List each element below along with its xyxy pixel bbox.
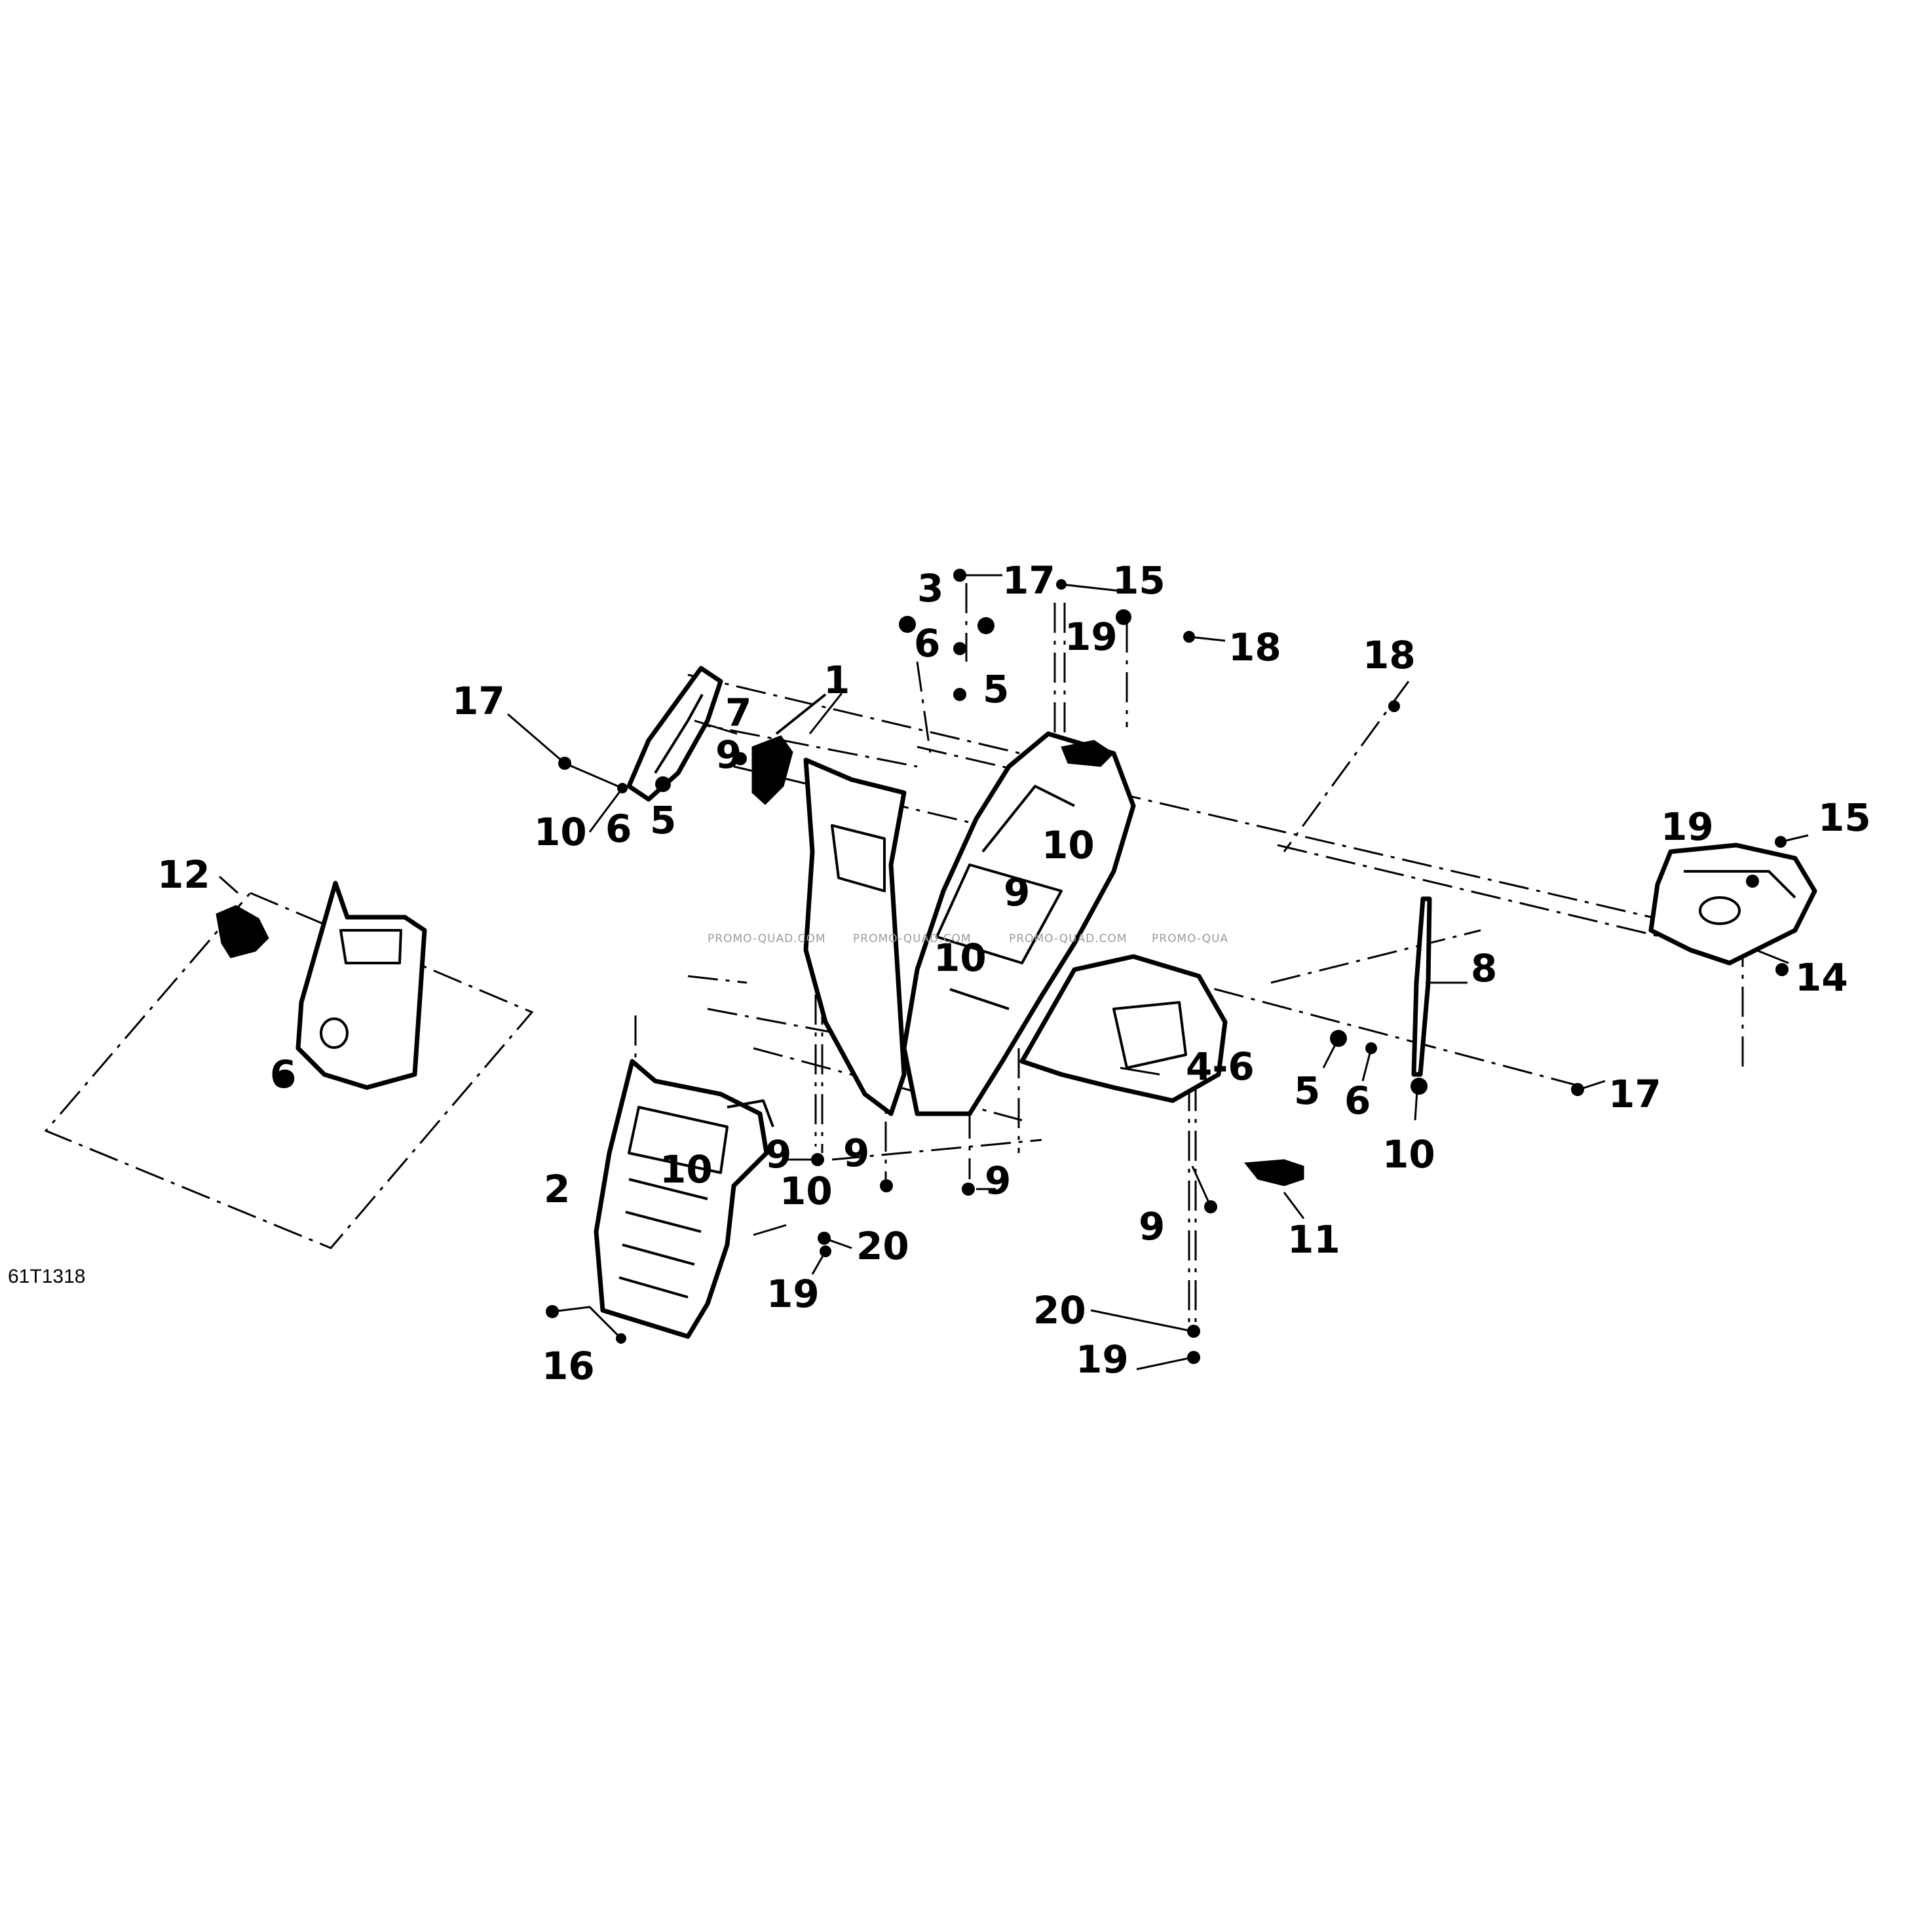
callout-19: 19 (767, 1272, 820, 1316)
callout-14: 14 (1795, 955, 1848, 1000)
callout-15: 15 (1112, 558, 1165, 603)
callout-17: 17 (1002, 558, 1055, 603)
callout-2: 2 (544, 1167, 570, 1211)
assembly-axis-lines (634, 583, 1744, 1336)
decal-sheet-part (44, 881, 534, 1249)
callout-8: 8 (1471, 946, 1497, 991)
watermark-4: PROMO-QUA (1152, 932, 1228, 945)
watermarks: PROMO-QUAD.COM PROMO-QUAD.COM PROMO-QUAD… (708, 932, 1228, 945)
callout-6: 6 (1344, 1078, 1371, 1123)
callout-5: 5 (983, 667, 1009, 711)
callout-5: 5 (650, 798, 676, 843)
callout-6: 6 (270, 1052, 296, 1097)
callout-18: 18 (1228, 625, 1281, 670)
leader-lines (219, 574, 1809, 1371)
callout-6: 6 (914, 621, 940, 666)
callout-10: 10 (780, 1169, 833, 1213)
callout-9: 9 (985, 1158, 1011, 1203)
callout-16: 16 (542, 1344, 595, 1388)
callout-20: 20 (856, 1224, 909, 1268)
callout-9: 9 (715, 732, 742, 777)
callout-10: 10 (534, 810, 587, 854)
clip-part (1244, 1159, 1304, 1186)
callout-11: 11 (1287, 1217, 1340, 1262)
watermark-3: PROMO-QUAD.COM (1009, 932, 1127, 945)
callout-9: 9 (843, 1131, 869, 1175)
callout-9: 9 (1139, 1204, 1165, 1249)
support-bar-part (1411, 896, 1432, 1095)
callout-labels: 1 2 3 4-6 5 5 5 6 6 6 6 7 8 9 9 9 9 9 9 … (157, 558, 1871, 1388)
callout-10: 10 (1382, 1132, 1435, 1177)
callout-6: 6 (605, 806, 632, 851)
callout-20: 20 (1033, 1288, 1086, 1333)
callout-17: 17 (452, 679, 505, 723)
callout-19: 19 (1076, 1337, 1129, 1382)
callout-5: 5 (1294, 1069, 1320, 1113)
callout-1: 1 (824, 658, 850, 702)
callout-18: 18 (1363, 633, 1416, 677)
drawing-code: 61T1318 (8, 1266, 85, 1287)
callout-10: 10 (1042, 823, 1095, 867)
main-fender-assembly (803, 731, 1228, 1116)
right-cover-part (1648, 843, 1817, 976)
side-plate-part (626, 666, 723, 802)
callout-4-6: 4-6 (1186, 1044, 1255, 1089)
watermark-2: PROMO-QUAD.COM (853, 932, 972, 945)
bracket-part (751, 693, 827, 805)
callout-3: 3 (917, 566, 943, 611)
callout-10: 10 (934, 936, 987, 980)
callout-15: 15 (1818, 795, 1871, 840)
callout-7: 7 (725, 691, 751, 735)
watermark-1: PROMO-QUAD.COM (708, 932, 826, 945)
footwell-panel-part (594, 1059, 774, 1339)
callout-19: 19 (1065, 615, 1118, 659)
callout-12: 12 (157, 852, 210, 897)
callout-17: 17 (1608, 1072, 1661, 1116)
callout-10: 10 (660, 1147, 713, 1192)
callout-9: 9 (1004, 870, 1030, 915)
callout-19: 19 (1661, 805, 1714, 849)
callout-9: 9 (765, 1132, 791, 1177)
